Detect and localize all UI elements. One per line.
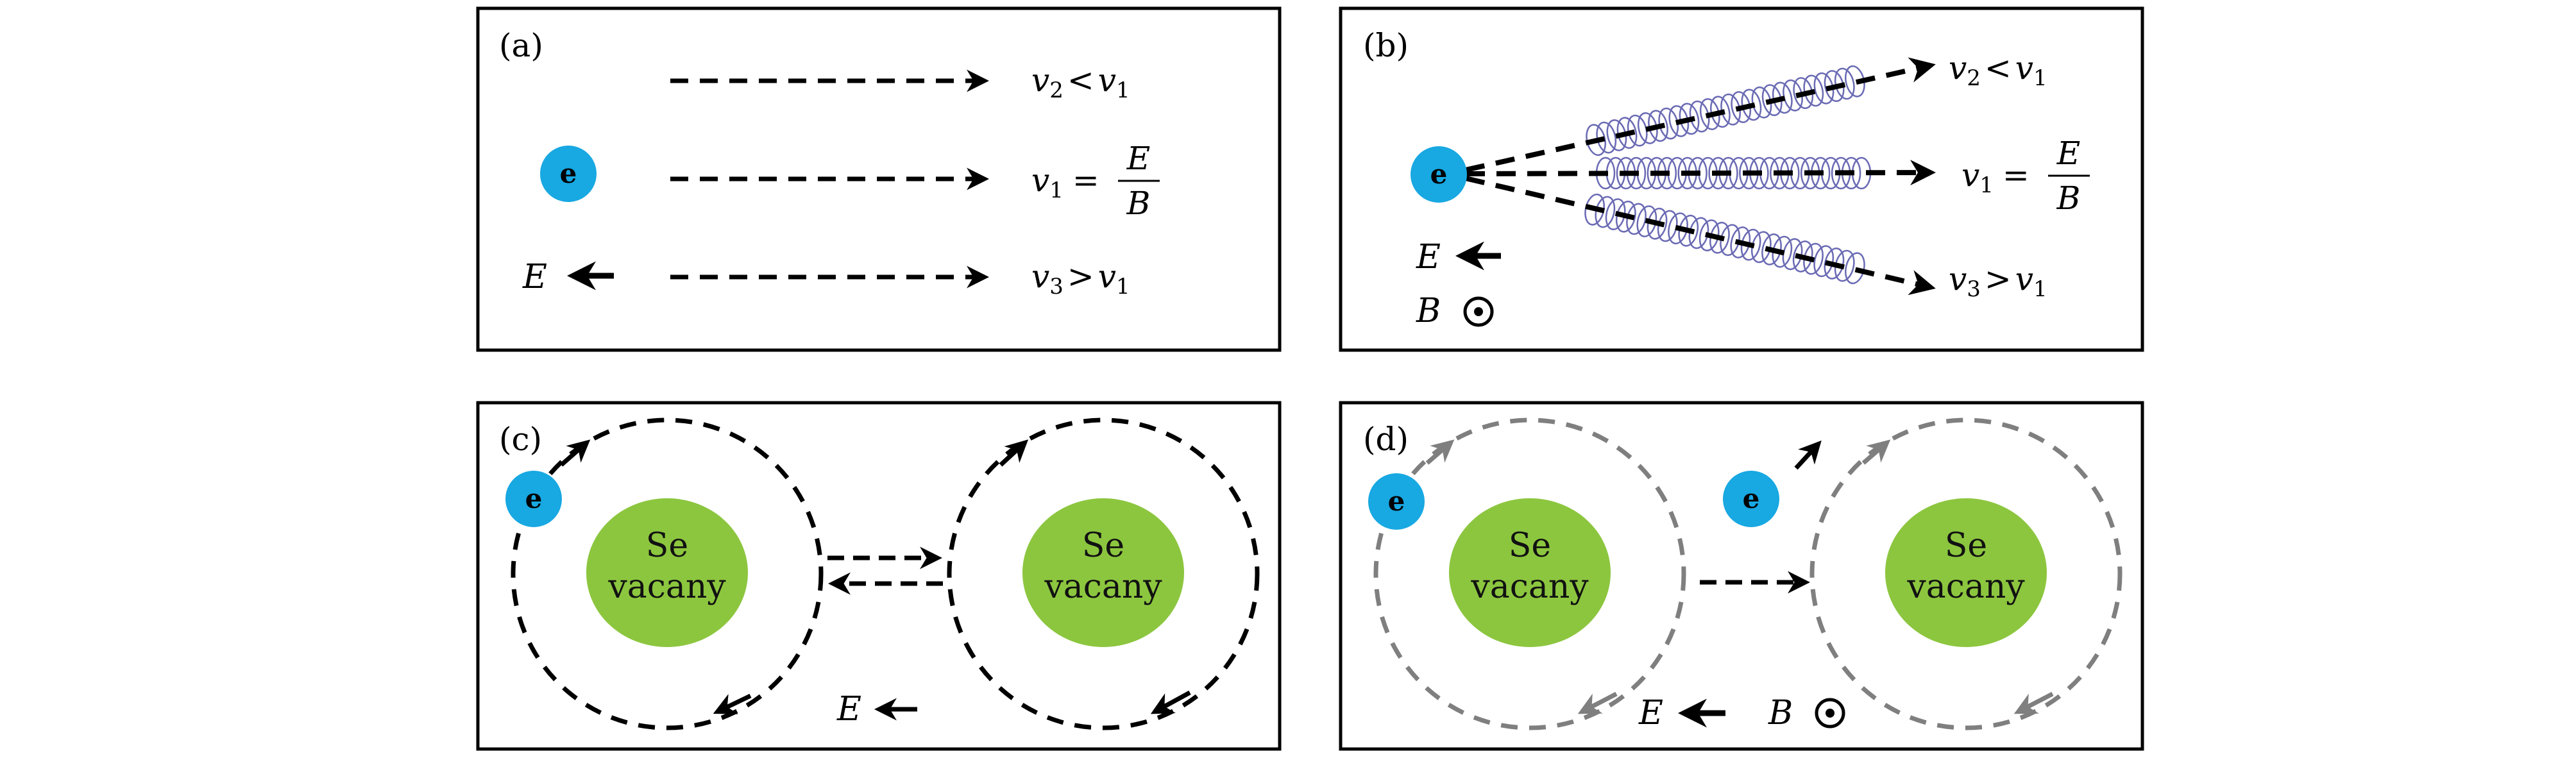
panel-d-vacancy-left <box>1449 498 1611 647</box>
panel-b-field-B-label: B <box>1416 292 1441 330</box>
panel-d-electron-free-arrow <box>1794 440 1822 470</box>
panel-a-field-E-label: E <box>522 258 547 296</box>
panel-b-helix-bottom <box>1584 193 1865 285</box>
panel-b: (b) e E B v2<v1 v1= E B v3>v1 <box>1339 6 2144 352</box>
panel-c: (c) Se vacany Se vacany e E <box>476 401 1282 751</box>
panel-c-orbit-right-arrow-top <box>999 439 1029 467</box>
panel-d-vacancy-left-line2: vacany <box>1470 568 1589 606</box>
panel-a-v1-denominator: B <box>1126 185 1151 222</box>
panel-a-v1-label: v1= <box>1031 162 1099 203</box>
panel-d-electron-left-label: e <box>1388 485 1405 517</box>
panel-b-v1-numerator: E <box>2056 135 2081 172</box>
panel-c-frame <box>476 401 1282 751</box>
panel-a-v2-label: v2<v1 <box>1031 62 1130 103</box>
panel-d-field-B-label: B <box>1768 694 1793 732</box>
panel-d-vacancy-right <box>1885 498 2047 647</box>
panel-c-orbit-right-arrow-bottom <box>1150 690 1191 714</box>
panel-a: (a) e E v2<v1 v1= E B v3>v1 <box>476 6 1282 352</box>
panel-d-field-B-dot <box>1826 709 1835 718</box>
panel-c-vacancy-right-line2: vacany <box>1044 568 1162 606</box>
panel-d-orbit-left-arrow-bottom <box>1577 691 1618 714</box>
panel-c-orbit-left-arrow-top <box>559 439 591 467</box>
panel-c-orbit-left-arrow-bottom <box>713 693 752 714</box>
panel-b-helix-top <box>1586 65 1865 156</box>
panel-c-vacancy-left-line1: Se <box>646 526 688 565</box>
panel-d-frame <box>1339 401 2144 751</box>
panel-c-vacancy-right <box>1022 498 1184 647</box>
panel-d-electron-left <box>1368 473 1425 530</box>
panel-b-field-E-label: E <box>1416 238 1441 276</box>
panel-c-electron <box>505 471 562 527</box>
panel-b-v2-label: v2<v1 <box>1949 49 2047 91</box>
panel-a-frame <box>476 6 1282 352</box>
panel-a-electron <box>540 146 597 202</box>
panel-b-v3-label: v3>v1 <box>1949 260 2047 302</box>
panel-c-label: (c) <box>499 421 542 458</box>
panel-d-orbit-right <box>1809 417 2123 730</box>
panel-d-electron-free-label: e <box>1743 483 1760 514</box>
panel-b-trajectory-top <box>1465 57 1936 173</box>
panel-d-vacancy-right-line2: vacany <box>1906 568 2025 606</box>
panel-d-field-B-out-of-page-icon <box>1815 698 1845 729</box>
panel-c-electron-label: e <box>525 483 543 514</box>
panel-b-frame <box>1339 6 2144 352</box>
panel-b-trajectory-mid <box>1465 160 1936 186</box>
panel-b-electron <box>1411 146 1467 203</box>
panel-d: (d) Se vacany Se vacany e e E B <box>1339 401 2144 751</box>
panel-d-vacancy-left-line1: Se <box>1509 526 1551 565</box>
panel-c-vacancy-right-line1: Se <box>1082 526 1124 565</box>
panel-d-field-E-label: E <box>1638 694 1663 732</box>
panel-d-electron-free <box>1723 471 1779 527</box>
panel-b-label: (b) <box>1363 27 1409 64</box>
panel-d-orbit-right-arrow-top <box>1861 439 1891 465</box>
panel-b-field-B-dot <box>1474 307 1483 316</box>
panel-d-orbit-right-arrow-bottom <box>2013 691 2054 714</box>
panel-a-electron-label: e <box>560 158 577 189</box>
panel-b-trajectory-bottom <box>1465 176 1936 296</box>
panel-a-v1-numerator: E <box>1126 140 1151 177</box>
panel-b-field-B-out-of-page-icon <box>1463 296 1494 327</box>
panel-d-vacancy-right-line1: Se <box>1945 526 1987 565</box>
panel-d-orbit-left <box>1373 417 1686 730</box>
panel-b-electron-label: e <box>1430 158 1448 190</box>
panel-a-v3-label: v3>v1 <box>1031 258 1130 299</box>
panel-d-label: (d) <box>1363 421 1409 458</box>
panel-b-v1-denominator: B <box>2056 180 2081 217</box>
panel-c-orbit-right <box>947 417 1260 730</box>
panel-c-vacancy-left-line2: vacany <box>607 568 726 606</box>
panel-a-label: (a) <box>499 27 543 64</box>
panel-c-field-E-label: E <box>836 690 861 729</box>
panel-d-orbit-left-arrow-top <box>1425 439 1455 465</box>
panel-b-v1-label: v1= <box>1962 156 2029 198</box>
panel-c-orbit-left <box>511 417 824 730</box>
panel-c-vacancy-left <box>586 498 748 647</box>
